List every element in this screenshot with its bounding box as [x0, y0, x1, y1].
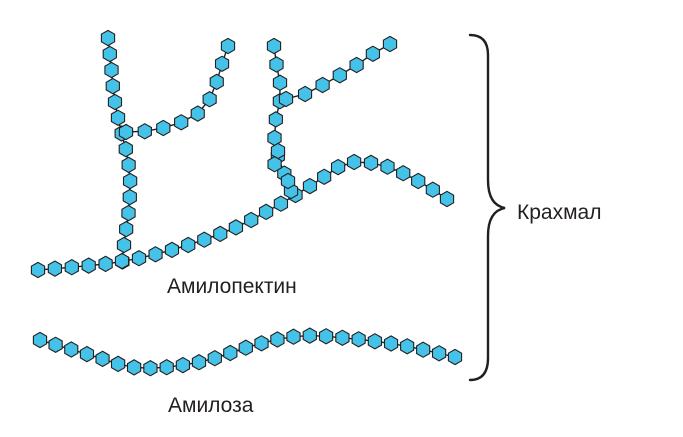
amylopectin-main-chain-hexagon-icon: [213, 225, 228, 243]
amylopectin-main-chain-hexagon-icon: [439, 190, 455, 208]
amylopectin-right-lower-branch-hexagon-icon: [270, 142, 286, 160]
amylopectin-right-side-branch-hexagon-icon: [297, 85, 313, 103]
amylopectin-main-chain-hexagon-icon: [302, 177, 318, 195]
amylopectin-left-branch-hexagon-icon: [118, 140, 133, 158]
amylopectin-main-chain-hexagon-icon: [131, 249, 147, 267]
amylopectin-left-branch-hexagon-icon: [110, 109, 126, 127]
amylose-chain-hexagon-icon: [64, 341, 79, 358]
amylopectin-right-branch-hexagon-icon: [266, 37, 282, 55]
amylopectin-main-chain-hexagon-icon: [64, 258, 79, 276]
amylopectin-main-chain-hexagon-icon: [197, 231, 212, 248]
amylose-chain-hexagon-icon: [302, 327, 317, 344]
amylopectin-left-branch-hexagon-icon: [122, 172, 138, 190]
amylose-chain-hexagon-icon: [126, 359, 142, 376]
amylose-chain-hexagon-icon: [431, 345, 447, 362]
amylopectin-main-chain-hexagon-icon: [346, 153, 362, 171]
amylose-chain-hexagon-icon: [48, 336, 63, 354]
amylopectin-right-side-branch-hexagon-icon: [382, 35, 398, 53]
amylopectin-left-side-branch-hexagon-icon: [209, 73, 224, 91]
amylopectin-left-branch-hexagon-icon: [122, 188, 137, 206]
amylose-chain-hexagon-icon: [207, 349, 222, 367]
amylose-chain-hexagon-icon: [191, 353, 207, 371]
amylopectin-right-branch-hexagon-icon: [267, 129, 282, 147]
amylopectin-main-chain-hexagon-icon: [317, 168, 332, 186]
amylopectin-left-branch-hexagon-icon: [104, 61, 119, 79]
starch-label: Крахмал: [517, 201, 601, 224]
amylose-chain-hexagon-icon: [447, 348, 463, 366]
amylose-chain-hexagon-icon: [270, 331, 285, 348]
amylose-chain-hexagon-icon: [383, 335, 399, 352]
amylopectin-right-branch-hexagon-icon: [272, 74, 288, 91]
amylopectin-right-lower-branch-hexagon-icon: [267, 155, 282, 173]
amylose-label: Амилоза: [168, 394, 254, 417]
amylopectin-right-branch-hexagon-icon: [269, 56, 284, 73]
amylopectin-main-chain-hexagon-icon: [148, 246, 163, 263]
amylopectin-right-side-branch-hexagon-icon: [365, 45, 381, 63]
amylopectin-left-side-branch-hexagon-icon: [220, 37, 236, 55]
amylopectin-left-side-branch-hexagon-icon: [137, 123, 152, 140]
amylopectin-main-chain-hexagon-icon: [81, 257, 96, 274]
amylopectin-left-side-branch-hexagon-icon: [156, 119, 171, 137]
amylopectin-left-branch-hexagon-icon: [100, 29, 116, 47]
glycosidic-links: [37, 37, 456, 369]
amylose-chain-hexagon-icon: [159, 358, 174, 376]
amylopectin-right-side-branch-hexagon-icon: [278, 90, 294, 108]
amylopectin-main-chain-hexagon-icon: [363, 154, 379, 172]
amylopectin-main-chain-hexagon-icon: [330, 158, 346, 176]
amylose-chain-hexagon-icon: [286, 328, 301, 345]
starch-brace: [468, 33, 506, 382]
amylose-chain-hexagon-icon: [335, 329, 350, 347]
amylose-chain-hexagon-icon: [400, 338, 415, 355]
amylopectin-left-side-branch-hexagon-icon: [118, 123, 134, 141]
amylose-chain-hexagon-icon: [175, 356, 191, 374]
amylose-chain-hexagon-icon: [32, 331, 48, 349]
amylopectin-left-branch-hexagon-icon: [119, 220, 134, 238]
amylopectin-main-chain-hexagon-icon: [181, 236, 196, 254]
amylopectin-main-chain-hexagon-icon: [164, 241, 180, 259]
amylopectin-main-chain-hexagon-icon: [98, 255, 113, 273]
amylopectin-left-side-branch-hexagon-icon: [190, 105, 205, 122]
amylopectin-main-chain-hexagon-icon: [244, 211, 259, 229]
amylopectin-main-chain-hexagon-icon: [380, 158, 395, 175]
amylopectin-main-chain-hexagon-icon: [30, 261, 46, 279]
amylose-chain-hexagon-icon: [351, 331, 366, 348]
amylopectin-left-branch-hexagon-icon: [114, 252, 130, 270]
amylopectin-left-branch-hexagon-icon: [121, 204, 136, 222]
glucose-monomers: [30, 29, 463, 377]
amylopectin-label: Амилопектин: [167, 275, 297, 298]
amylopectin-left-branch-hexagon-icon: [102, 45, 117, 63]
amylopectin-right-side-branch-hexagon-icon: [315, 76, 330, 94]
amylose-chain-hexagon-icon: [143, 359, 158, 377]
amylopectin-main-chain-hexagon-icon: [411, 172, 426, 190]
amylopectin-left-side-branch-hexagon-icon: [214, 55, 230, 73]
amylopectin-right-branch-hexagon-icon: [268, 111, 283, 128]
amylopectin-left-branch-hexagon-icon: [116, 236, 132, 254]
amylopectin-left-branch-hexagon-icon: [107, 93, 123, 111]
amylopectin-main-chain-hexagon-icon: [258, 203, 274, 221]
amylose-chain-hexagon-icon: [79, 345, 95, 363]
amylose-chain-hexagon-icon: [318, 328, 334, 345]
amylopectin-right-lower-branch-hexagon-icon: [280, 172, 296, 190]
amylopectin-left-branch-hexagon-icon: [121, 156, 136, 174]
amylopectin-right-side-branch-hexagon-icon: [349, 56, 364, 74]
amylose-chain-hexagon-icon: [254, 335, 269, 352]
amylopectin-left-side-branch-hexagon-icon: [174, 114, 189, 131]
amylopectin-main-chain-hexagon-icon: [425, 181, 440, 198]
amylose-chain-hexagon-icon: [223, 344, 238, 362]
amylose-chain-hexagon-icon: [367, 333, 383, 350]
amylopectin-left-side-branch-hexagon-icon: [202, 90, 217, 108]
amylopectin-main-chain-hexagon-icon: [396, 164, 411, 182]
amylopectin-right-side-branch-hexagon-icon: [332, 67, 347, 84]
amylose-chain-hexagon-icon: [95, 350, 110, 368]
amylopectin-main-chain-hexagon-icon: [47, 260, 63, 277]
amylopectin-main-chain-hexagon-icon: [228, 219, 244, 236]
amylose-chain-hexagon-icon: [110, 355, 126, 373]
amylose-chain-hexagon-icon: [238, 339, 253, 356]
amylopectin-main-chain-hexagon-icon: [273, 195, 289, 212]
amylopectin-left-branch-hexagon-icon: [105, 77, 120, 95]
amylose-chain-hexagon-icon: [416, 341, 431, 358]
